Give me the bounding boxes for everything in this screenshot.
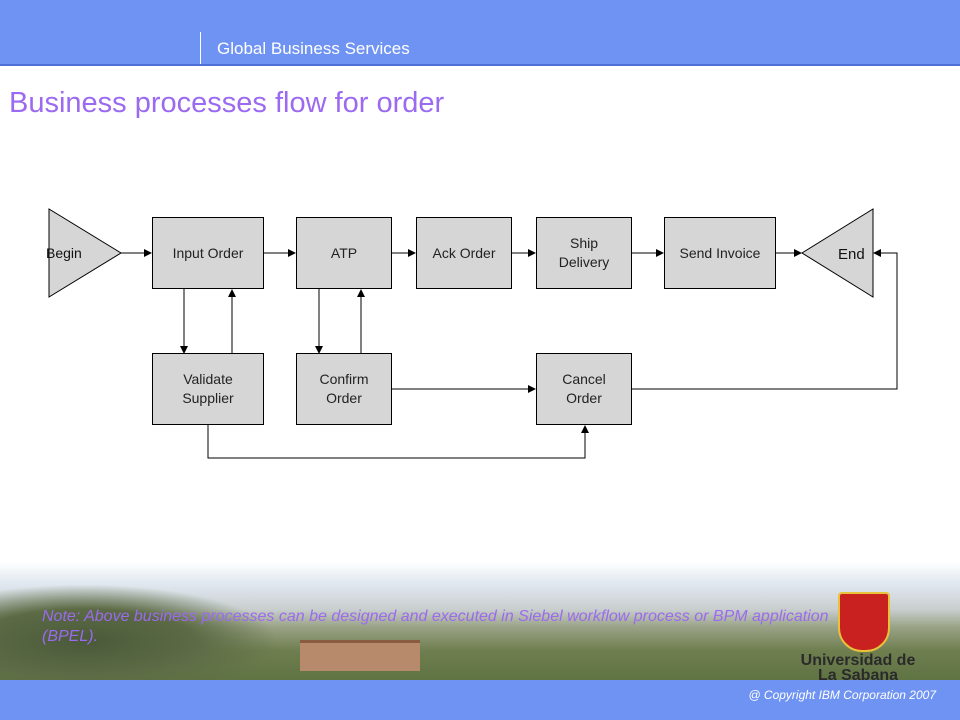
node-atp: ATP — [296, 217, 392, 289]
note-text: Note: Above business processes can be de… — [42, 608, 829, 645]
university-logo-text: Universidad de La Sabana — [800, 652, 916, 684]
node-input-order: Input Order — [152, 217, 264, 289]
header-bar: Global Business Services IBM — [0, 0, 960, 66]
banner-trees — [0, 584, 280, 680]
copyright-text: @ Copyright IBM Corporation 2007 — [748, 688, 936, 702]
node-ack-order: Ack Order — [416, 217, 512, 289]
campus-banner-image — [0, 562, 960, 680]
university-crest-icon — [838, 592, 890, 652]
header-divider — [200, 32, 201, 64]
footer-bar: @ Copyright IBM Corporation 2007 — [0, 680, 960, 720]
edge-cancel-end — [632, 249, 898, 390]
end-label: End — [838, 246, 865, 263]
banner-building — [300, 640, 420, 671]
node-confirm-order: Confirm Order — [296, 353, 392, 425]
node-cancel-order: Cancel Order — [536, 353, 632, 425]
begin-label: Begin — [46, 245, 82, 261]
slide-title: Business processes flow for order — [9, 87, 445, 119]
edge-validate-cancel — [207, 425, 589, 459]
node-send-invoice: Send Invoice — [664, 217, 776, 289]
flow-diagram — [48, 208, 898, 459]
begin-shape — [48, 208, 122, 298]
header-subtitle: Global Business Services — [217, 39, 410, 58]
ibm-logo: IBM — [856, 11, 948, 51]
node-validate-supplier: Validate Supplier — [152, 353, 264, 425]
node-ship-delivery: Ship Delivery — [536, 217, 632, 289]
